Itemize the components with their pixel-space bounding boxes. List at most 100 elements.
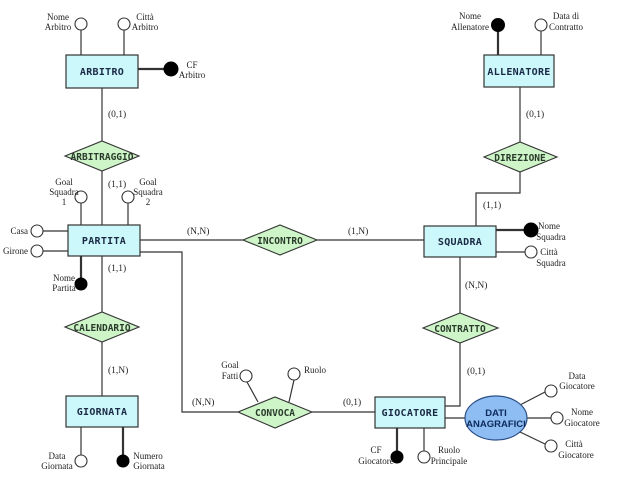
attr-circle-nome-arbitro[interactable]: [74, 17, 88, 31]
relation-direzione[interactable]: DIREZIONE: [482, 141, 559, 173]
attr-nome-allenatore-l1: Nome: [459, 11, 481, 21]
attr-ruolo-principale-l1: Ruolo: [438, 445, 461, 455]
attr-data-giornata-l2: Giornata: [41, 461, 73, 471]
relation-arbitraggio-label: ARBITRAGGIO: [71, 152, 134, 163]
attr-circle-ruolo[interactable]: [287, 367, 301, 381]
card-partita-convoca: (N,N): [192, 397, 214, 408]
relation-arbitraggio[interactable]: ARBITRAGGIO: [63, 140, 141, 172]
attr-citta-arbitro-l1: Città: [136, 12, 154, 22]
attr-cf-arbitro-l1: CF: [186, 60, 197, 70]
attr-nome-giocatore-l2: Giocatore: [564, 418, 599, 428]
key-circle-nome-squadra[interactable]: [523, 222, 539, 238]
relation-direzione-label: DIREZIONE: [494, 153, 546, 164]
attr-nome-partita-l1: Nome: [53, 273, 75, 283]
key-circle-cf-giocatore[interactable]: [390, 450, 404, 464]
entity-arbitro-label: ARBITRO: [80, 67, 124, 78]
entity-giornata[interactable]: GIORNATA: [65, 395, 139, 428]
line-contratto-giocatore: [445, 343, 461, 407]
relation-convoca-label: CONVOCA: [255, 408, 295, 419]
attr-circle-goal-squadra-1[interactable]: [74, 190, 88, 204]
attr-citta-giocatore-l2: Giocatore: [558, 450, 593, 460]
attr-casa: Casa: [11, 226, 29, 236]
attr-goal-squadra-1-l2: Squadra: [49, 187, 79, 197]
attr-data-contratto-l2: Contratto: [549, 22, 583, 32]
attr-circle-girone[interactable]: [30, 244, 44, 258]
entity-partita-label: PARTITA: [82, 236, 126, 247]
attr-data-giornata-l1: Data: [49, 451, 66, 461]
attr-citta-squadra-l1: Città: [540, 247, 558, 257]
attr-circle-citta-giocatore[interactable]: [544, 439, 558, 453]
key-circle-nome-allenatore[interactable]: [491, 18, 505, 32]
line-direzione-squadra: [475, 172, 521, 226]
entity-partita[interactable]: PARTITA: [67, 224, 141, 257]
attr-circle-goal-fatti[interactable]: [239, 369, 253, 383]
relation-convoca[interactable]: CONVOCA: [236, 396, 314, 429]
composite-dati-anagrafici[interactable]: DATI ANAGRAFICI: [464, 395, 528, 441]
dati-anagrafici-label-line2: ANAGRAFICI: [466, 419, 526, 430]
entity-arbitro[interactable]: ARBITRO: [65, 54, 139, 89]
card-giocatore-convoca: (0,1): [343, 397, 361, 408]
line-partita-convoca: [140, 251, 238, 413]
card-giocatore-contratto: (0,1): [467, 366, 485, 377]
attr-cf-giocatore-l2: Giocatore: [358, 456, 393, 466]
attr-citta-giocatore-l1: Città: [565, 439, 583, 449]
attr-nome-arbitro-l1: Nome: [47, 12, 69, 22]
entity-squadra-label: SQUADRA: [438, 237, 482, 248]
card-squadra-incontro: (1,N): [348, 226, 368, 237]
attr-ruolo-principale-l2: Principale: [431, 456, 468, 466]
entity-allenatore[interactable]: ALLENATORE: [483, 54, 555, 88]
key-circle-numero-giornata[interactable]: [116, 454, 130, 468]
connector-lines: [101, 87, 521, 419]
card-partita-incontro: (N,N): [187, 226, 209, 237]
relation-incontro-label: INCONTRO: [257, 236, 303, 247]
attr-nome-squadra-l1: Nome: [538, 221, 560, 231]
entity-giocatore[interactable]: GIOCATORE: [374, 396, 446, 429]
card-squadra-direzione: (1,1): [483, 200, 501, 211]
card-squadra-contratto: (N,N): [465, 280, 487, 291]
relation-contratto[interactable]: CONTRATTO: [421, 312, 500, 344]
attr-circle-citta-squadra[interactable]: [524, 245, 538, 259]
card-partita-arbitraggio: (1,1): [108, 179, 126, 190]
attr-goal-squadra-2-l3: 2: [146, 197, 151, 207]
attr-circle-data-giornata[interactable]: [74, 454, 88, 468]
card-allenatore-direzione: (0,1): [526, 109, 544, 120]
relation-calendario-label: CALENDARIO: [73, 323, 130, 334]
attr-goal-squadra-1-l1: Goal: [55, 177, 73, 187]
attr-goal-fatti-l1: Goal: [221, 360, 239, 370]
attr-citta-arbitro-l2: Arbitro: [132, 22, 159, 32]
attr-ruolo: Ruolo: [304, 365, 327, 375]
attr-goal-squadra-2-l2: Squadra: [133, 187, 163, 197]
entity-allenatore-label: ALLENATORE: [487, 67, 550, 78]
attr-nome-arbitro-l2: Arbitro: [45, 22, 72, 32]
attr-goal-squadra-1-l3: 1: [62, 197, 67, 207]
attr-goal-fatti-l2: Fatti: [222, 371, 239, 381]
attr-nome-allenatore-l2: Allenatore: [451, 22, 489, 32]
attr-circle-goal-squadra-2[interactable]: [121, 190, 135, 204]
attr-circle-casa[interactable]: [30, 224, 44, 238]
entity-giocatore-label: GIOCATORE: [382, 408, 439, 419]
attr-citta-squadra-l2: Squadra: [536, 258, 566, 268]
attr-girone: Girone: [3, 246, 28, 256]
attr-circle-data-giocatore[interactable]: [544, 384, 558, 398]
attribute-stems: [43, 30, 553, 455]
attr-nome-squadra-l2: Squadra: [536, 232, 566, 242]
entity-giornata-label: GIORNATA: [77, 407, 128, 418]
key-circle-cf-arbitro[interactable]: [163, 61, 179, 77]
relation-incontro[interactable]: INCONTRO: [241, 224, 319, 256]
card-arbitro-arbitraggio: (0,1): [108, 109, 126, 120]
attr-circle-ruolo-principale[interactable]: [417, 450, 431, 464]
attr-goal-squadra-2-l1: Goal: [139, 177, 157, 187]
attr-numero-giornata-l1: Numero: [133, 451, 163, 461]
entity-squadra[interactable]: SQUADRA: [423, 225, 497, 258]
attr-cf-arbitro-l2: Arbitro: [179, 70, 206, 80]
attr-nome-partita-l2: Partita: [52, 283, 76, 293]
attr-circle-data-contratto[interactable]: [534, 18, 548, 32]
attr-circle-nome-giocatore[interactable]: [550, 411, 564, 425]
card-partita-calendario: (1,1): [108, 263, 126, 274]
attr-nome-giocatore-l1: Nome: [571, 407, 593, 417]
attr-circle-citta-arbitro[interactable]: [117, 17, 131, 31]
key-circle-nome-partita[interactable]: [74, 277, 88, 291]
attribute-labels: Nome Arbitro Città Arbitro CF Arbitro No…: [3, 11, 600, 471]
relation-calendario[interactable]: CALENDARIO: [63, 311, 141, 343]
relation-contratto-label: CONTRATTO: [434, 324, 486, 335]
